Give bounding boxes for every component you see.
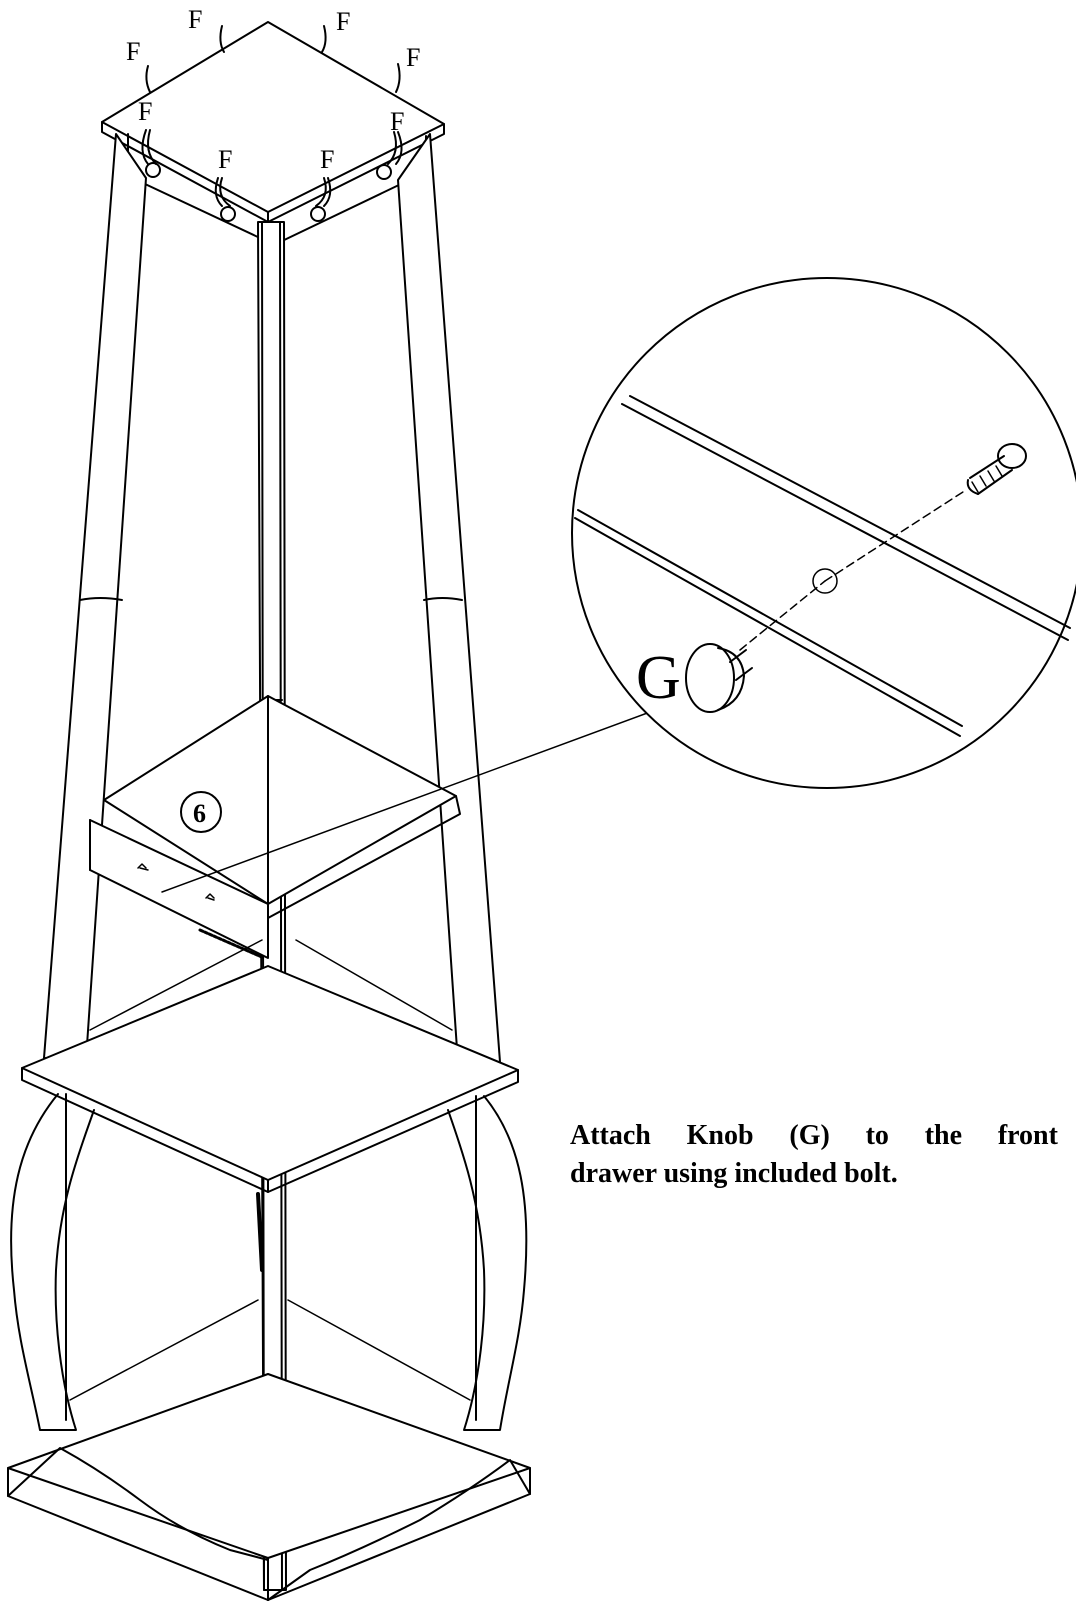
step-marker bbox=[180, 791, 222, 833]
hook-label: F bbox=[406, 43, 420, 72]
hook-label: F bbox=[320, 145, 334, 174]
hook-label: F bbox=[188, 5, 202, 34]
hook-label: F bbox=[218, 145, 232, 174]
instruction-line-2: drawer using included bolt. bbox=[570, 1158, 898, 1189]
step-number: 6 bbox=[193, 799, 206, 828]
hook-label: F bbox=[138, 97, 152, 126]
instruction-line-1: Attach Knob (G) to the front bbox=[570, 1117, 1058, 1155]
curved-leg-right bbox=[447, 1095, 528, 1431]
instruction-word: front bbox=[997, 1120, 1058, 1151]
instruction-word: Knob bbox=[686, 1120, 754, 1151]
leg-right bbox=[397, 133, 501, 1065]
instruction-word: the bbox=[924, 1120, 963, 1151]
lower-braces bbox=[69, 1299, 471, 1401]
instruction-text: Attach Knob (G) to the front drawer usin… bbox=[570, 1117, 1058, 1193]
drawer bbox=[89, 819, 269, 960]
knob-label: G bbox=[636, 644, 681, 712]
hooks bbox=[141, 25, 403, 222]
instruction-word: to bbox=[865, 1120, 889, 1151]
bolt bbox=[966, 443, 1027, 495]
leg-left bbox=[43, 133, 147, 1061]
hook-label: F bbox=[336, 7, 350, 36]
instruction-word: (G) bbox=[789, 1120, 830, 1151]
base bbox=[7, 1373, 531, 1601]
instruction-word: Attach bbox=[570, 1120, 651, 1151]
hook-label: F bbox=[390, 107, 404, 136]
leader-line bbox=[161, 711, 651, 893]
curved-leg-left bbox=[10, 1093, 95, 1431]
lower-cross-lines bbox=[89, 939, 453, 1031]
hook-label: F bbox=[126, 37, 140, 66]
front-hooks bbox=[141, 129, 403, 222]
main-shelf bbox=[21, 965, 519, 1193]
detail-circle bbox=[571, 277, 1076, 789]
